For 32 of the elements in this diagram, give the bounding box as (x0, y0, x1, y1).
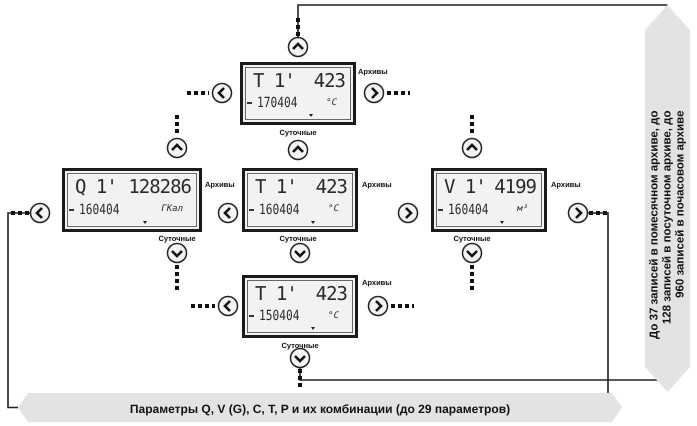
unit-label: °C (328, 312, 339, 321)
connector-line (296, 4, 668, 37)
arrow-band (645, 5, 690, 392)
date-value: 170404 (257, 96, 298, 110)
unit-label: м³ (517, 205, 528, 214)
date-value: 150404 (259, 309, 300, 323)
date-value: 160404 (79, 203, 120, 217)
connector-line (7, 211, 30, 408)
lcd-display (431, 168, 547, 232)
parameter-name: V 1' (444, 178, 486, 197)
unit-label: °C (326, 99, 337, 108)
parameter-name: Q 1' (75, 178, 117, 197)
lcd-display (242, 275, 358, 338)
band-text: До 37 записей в помесячном архиве, до 128 записей в посуточном архиве, до 960 записей в почасовом архиве (648, 110, 687, 341)
lcd-display (62, 168, 202, 232)
lcd-display (240, 62, 356, 125)
reading-value: 128286 (128, 178, 191, 197)
lcd-display (242, 168, 358, 232)
band-text: Параметры Q, V (G), C, T, P и их комбинации (до 29 параметров) (128, 402, 512, 416)
reading-value: 423 (316, 285, 347, 304)
banner-band (18, 393, 622, 422)
unit-label: °C (328, 205, 339, 214)
parameter-name: T 1' (255, 178, 297, 197)
parameter-name: T 1' (253, 72, 295, 91)
connector-line (588, 211, 609, 393)
parameter-name: T 1' (255, 285, 297, 304)
unit-label: ГКал (161, 205, 183, 214)
reading-value: 4199 (494, 178, 536, 197)
date-value: 160404 (259, 203, 300, 217)
date-value: 160404 (448, 203, 488, 217)
reading-value: 423 (314, 72, 345, 91)
reading-value: 423 (316, 178, 347, 197)
